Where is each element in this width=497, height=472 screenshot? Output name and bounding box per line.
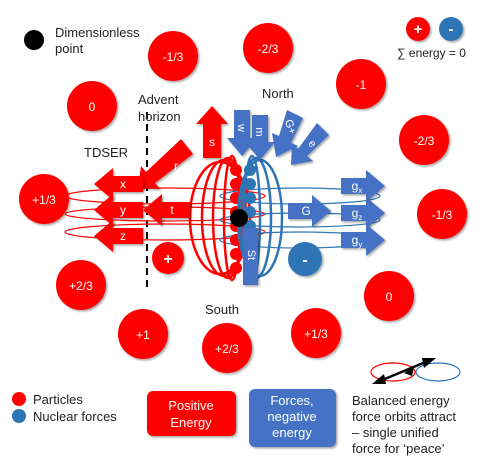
outer-circle <box>364 271 414 321</box>
balanced-text-4: force for ‘peace’ <box>352 441 445 456</box>
arrow-t: t <box>143 194 190 226</box>
arrow-gz: gz <box>341 197 385 229</box>
arrow-r: r <box>138 139 193 189</box>
legend-nuclear-label: Nuclear forces <box>33 409 117 424</box>
center-minus-sign: - <box>302 252 307 269</box>
legend-particles-label: Particles <box>33 392 83 407</box>
plus-badge <box>406 17 430 41</box>
legend-nuclear-dot <box>12 409 26 423</box>
outer-circle-label: -1 <box>356 78 367 92</box>
svg-text:m: m <box>253 127 265 136</box>
balanced-text-3: – single unified <box>352 425 439 440</box>
svg-text:t: t <box>170 203 174 217</box>
dimensionless-label-2: point <box>55 41 84 56</box>
svg-text:Energy: Energy <box>170 415 212 430</box>
svg-text:z: z <box>120 229 126 243</box>
legend-particles-dot <box>12 392 26 406</box>
svg-text:Forces,: Forces, <box>270 393 313 408</box>
red-orbit-ellipse <box>64 223 266 241</box>
svg-text:s: s <box>209 135 215 149</box>
tdser-label: TDSER <box>84 145 128 160</box>
outer-circle-label: +1/3 <box>32 193 56 207</box>
outer-circle <box>67 81 117 131</box>
arrow-g-plus: G+ <box>272 110 303 157</box>
svg-text:gx: gx <box>352 179 363 195</box>
outer-circle <box>417 189 467 239</box>
svg-text:G: G <box>301 204 310 218</box>
outer-circle-label: +2/3 <box>215 342 239 356</box>
dimensionless-label-1: Dimensionless <box>55 25 140 40</box>
arrow-y: y <box>94 194 143 226</box>
outer-circle <box>56 260 106 310</box>
arrow-gx: gx <box>341 170 385 202</box>
center-minus-circle <box>288 242 322 276</box>
minus-badge <box>439 17 463 41</box>
outer-circle-label: -2/3 <box>258 42 279 56</box>
outer-circle <box>202 323 252 373</box>
balanced-text-1: Balanced energy <box>352 393 450 408</box>
svg-text:energy: energy <box>272 425 312 440</box>
outer-circle-label: -2/3 <box>414 134 435 148</box>
svg-text:G+: G+ <box>282 118 298 136</box>
arrow-e: e <box>291 123 329 165</box>
outer-circle <box>291 308 341 358</box>
outer-circle-label: -1/3 <box>432 208 453 222</box>
advent-label-2: horizon <box>138 109 181 124</box>
outer-circle <box>19 174 69 224</box>
svg-text:x: x <box>120 177 126 191</box>
svg-text:negative: negative <box>267 409 316 424</box>
arrow-gy: gy <box>341 224 385 256</box>
arrow-st: St <box>243 228 258 285</box>
outer-circle-label: 0 <box>89 100 96 114</box>
svg-text:y: y <box>120 203 126 217</box>
svg-text:Positive: Positive <box>168 398 214 413</box>
outer-circle <box>243 23 293 73</box>
arrow-s: s <box>196 106 228 158</box>
balanced-text-2: force orbits attract <box>352 409 456 424</box>
legend-positive-energy-box <box>147 391 236 436</box>
outer-circle-label: +2/3 <box>69 279 93 293</box>
center-plus-circle <box>152 242 184 274</box>
balanced-orbits-icon <box>370 358 461 384</box>
arrow-x: x <box>94 168 143 200</box>
advent-label-1: Advent <box>138 92 179 107</box>
svg-text:gy: gy <box>352 233 363 249</box>
central-point-dot <box>230 209 248 227</box>
north-label: North <box>262 86 294 101</box>
outer-circle <box>399 115 449 165</box>
arrow-z: z <box>94 220 143 252</box>
center-plus-sign: + <box>163 251 172 268</box>
svg-text:w: w <box>235 123 247 132</box>
arrow-G: G <box>288 195 331 227</box>
outer-circle-label: +1/3 <box>304 327 328 341</box>
svg-text:St: St <box>245 250 257 260</box>
outer-ring: -1/3 -2/3 -1 -2/3 -1/3 0 +1/3 +2/3 +1 +2… <box>19 23 467 373</box>
plus-badge-sign: + <box>414 21 423 38</box>
minus-badge-sign: - <box>449 21 454 38</box>
outer-circle-label: -1/3 <box>163 50 184 64</box>
sum-energy-text: ∑ energy = 0 <box>397 46 466 60</box>
legend-forces-box <box>249 389 336 447</box>
outer-circle <box>118 309 168 359</box>
outer-circle-label: 0 <box>386 290 393 304</box>
outer-circle <box>336 59 386 109</box>
outer-circle <box>148 31 198 81</box>
south-label: South <box>205 302 239 317</box>
dimensionless-point-dot <box>24 30 44 50</box>
outer-circle-label: +1 <box>136 328 150 342</box>
svg-text:gz: gz <box>352 206 363 222</box>
svg-text:r: r <box>174 159 178 173</box>
arrow-m: m <box>245 115 275 160</box>
